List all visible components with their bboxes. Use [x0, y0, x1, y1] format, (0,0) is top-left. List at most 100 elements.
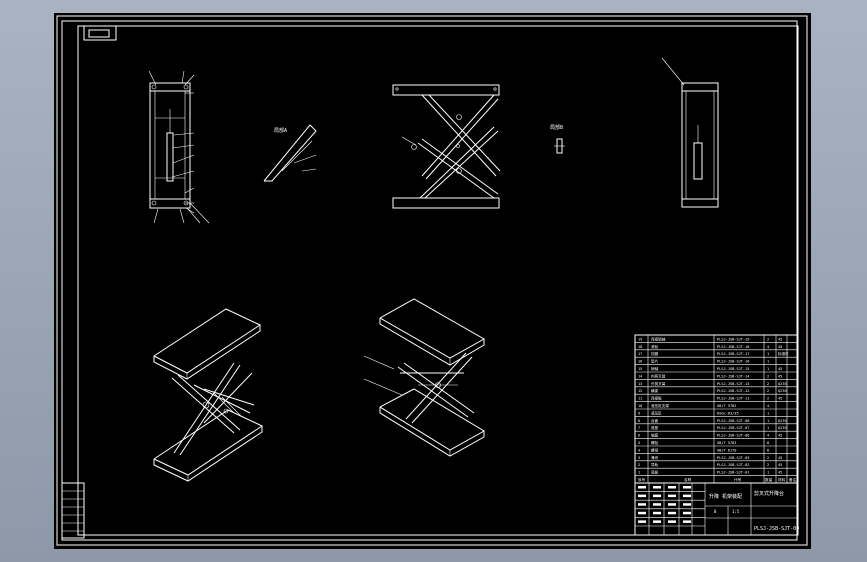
corner-box [83, 25, 117, 41]
bom-qty: 2 [767, 456, 769, 460]
inner-frame [61, 20, 798, 541]
bom-code: PLSJ-JSB-SJT-18 [717, 345, 749, 349]
bom-qty: 1 [767, 411, 769, 415]
bom-no: 10 [638, 404, 642, 408]
bom-material: Q235 [778, 419, 787, 423]
bom-no: 17 [638, 352, 642, 356]
bom-code: PLSJ-JSB-SJT-17 [717, 352, 749, 356]
bom-no: 6 [638, 434, 640, 438]
bom-name: 滑块 [651, 455, 659, 460]
bom-material: Q235 [778, 389, 787, 393]
scale-label: 1:5 [732, 509, 740, 514]
bom-name: 内剪叉臂 [651, 373, 666, 378]
bom-name: 横梁 [651, 388, 659, 393]
bom-qty: 1 [767, 352, 769, 356]
drawing-sheet: 局部A [54, 13, 811, 549]
bom-header: 备注 [789, 477, 797, 482]
bom-material: 标准件 [778, 351, 789, 356]
bom-name: 滚轮 [651, 344, 659, 349]
bom-material: 45 [778, 463, 782, 467]
bom-qty: 1 [767, 471, 769, 475]
bom-no: 12 [638, 389, 642, 393]
bom-code: PLSJ-JSB-SJT-01 [717, 471, 749, 475]
drawing-name-left: 升降 机架装配 [709, 493, 742, 500]
side-view[interactable] [392, 84, 501, 209]
bom-no: 1 [638, 471, 640, 475]
left-strip [61, 482, 85, 539]
bom-name: 底座 [651, 425, 659, 430]
drawing-name: 剪叉式升降台 [754, 490, 784, 497]
bom-name: 液压缸支架 [651, 403, 669, 408]
bom-code: HSGL-63/35 [717, 411, 739, 415]
front-view[interactable] [148, 70, 210, 224]
bom-name: 外剪叉臂 [651, 381, 666, 386]
bom-qty: 1 [767, 426, 769, 430]
bom-name: 连接销轴 [651, 336, 666, 341]
drawing-number: PLSJ-JSB-SJT-00 [754, 526, 799, 532]
bom-code: GB/T 5782 [717, 404, 736, 408]
bom-qty: 1 [767, 419, 769, 423]
detail-a-label: 局部A [274, 127, 287, 134]
bom-no: 11 [638, 397, 642, 401]
bom-name: 螺栓 [651, 440, 659, 445]
right-view[interactable] [661, 57, 719, 208]
border-line [77, 25, 799, 536]
bom-code: PLSJ-JSB-SJT-03 [717, 456, 749, 460]
bom-qty: 8 [767, 441, 769, 445]
bom-code: PLSJ-JSB-SJT-11 [717, 397, 749, 401]
bom-material: 45 [778, 434, 782, 438]
bom-no: 9 [638, 411, 640, 415]
bom-qty: 1 [767, 360, 769, 364]
detail-b-label: 局部B [550, 124, 563, 131]
bom-no: 4 [638, 448, 640, 452]
bom-code: PLSJ-JSB-SJT-02 [717, 463, 749, 467]
sub-label: 0 [714, 509, 717, 514]
bom-material: 45 [778, 367, 782, 371]
bom-name: 销轴 [651, 366, 659, 371]
bom-qty: 2 [767, 382, 769, 386]
bom-qty: 4 [767, 434, 769, 438]
bom-material: 45 [778, 397, 782, 401]
bom-name: 连接板 [651, 396, 662, 401]
iso-view-2[interactable] [363, 298, 486, 457]
bom-header: 代号 [734, 477, 742, 482]
bom-no: 3 [638, 456, 640, 460]
bom-qty: 2 [767, 397, 769, 401]
bom-no: 13 [638, 382, 642, 386]
iso-view-1[interactable] [153, 308, 264, 482]
bom-name: 台面 [651, 418, 659, 423]
bom-no: 18 [638, 345, 642, 349]
bom-no: 15 [638, 367, 642, 371]
outer-frame [56, 15, 808, 546]
bom-name: 导轨 [651, 462, 659, 467]
bom-name: 螺母 [651, 447, 659, 452]
bom-qty: 2 [767, 337, 769, 341]
bom-code: PLSJ-JSB-SJT-08 [717, 419, 749, 423]
bom-no: 2 [638, 463, 640, 467]
bom-code: GB/T 5783 [717, 441, 736, 445]
bom-code: PLSJ-JSB-SJT-07 [717, 426, 749, 430]
bom-qty: 1 [767, 367, 769, 371]
bom-code: PLSJ-JSB-SJT-14 [717, 374, 749, 378]
bom-header: 材料 [778, 477, 786, 482]
bom-code: PLSJ-JSB-SJT-12 [717, 389, 749, 393]
bom-code: PLSJ-JSB-SJT-06 [717, 434, 749, 438]
signature-grid [635, 482, 705, 535]
bom-name: 挡圈 [651, 351, 659, 356]
bom-no: 16 [638, 360, 642, 364]
bom-header: 序号 [638, 477, 646, 482]
bom-no: 8 [638, 419, 640, 423]
bom-material: Q235 [778, 426, 787, 430]
bom-name: 轴套 [651, 433, 659, 438]
detail-b[interactable]: 局部B [550, 124, 565, 154]
bom-no: 5 [638, 441, 640, 445]
bom-name: 垫片 [651, 359, 659, 364]
bom-material: 45 [778, 456, 782, 460]
bom-material: 45 [778, 471, 782, 475]
detail-a[interactable]: 局部A [263, 124, 317, 182]
bom-material: 45 [778, 374, 782, 378]
bom-name: 底板 [651, 470, 659, 475]
bom-material: Q235 [778, 382, 787, 386]
bom-code: PLSJ-JSB-SJT-13 [717, 382, 749, 386]
